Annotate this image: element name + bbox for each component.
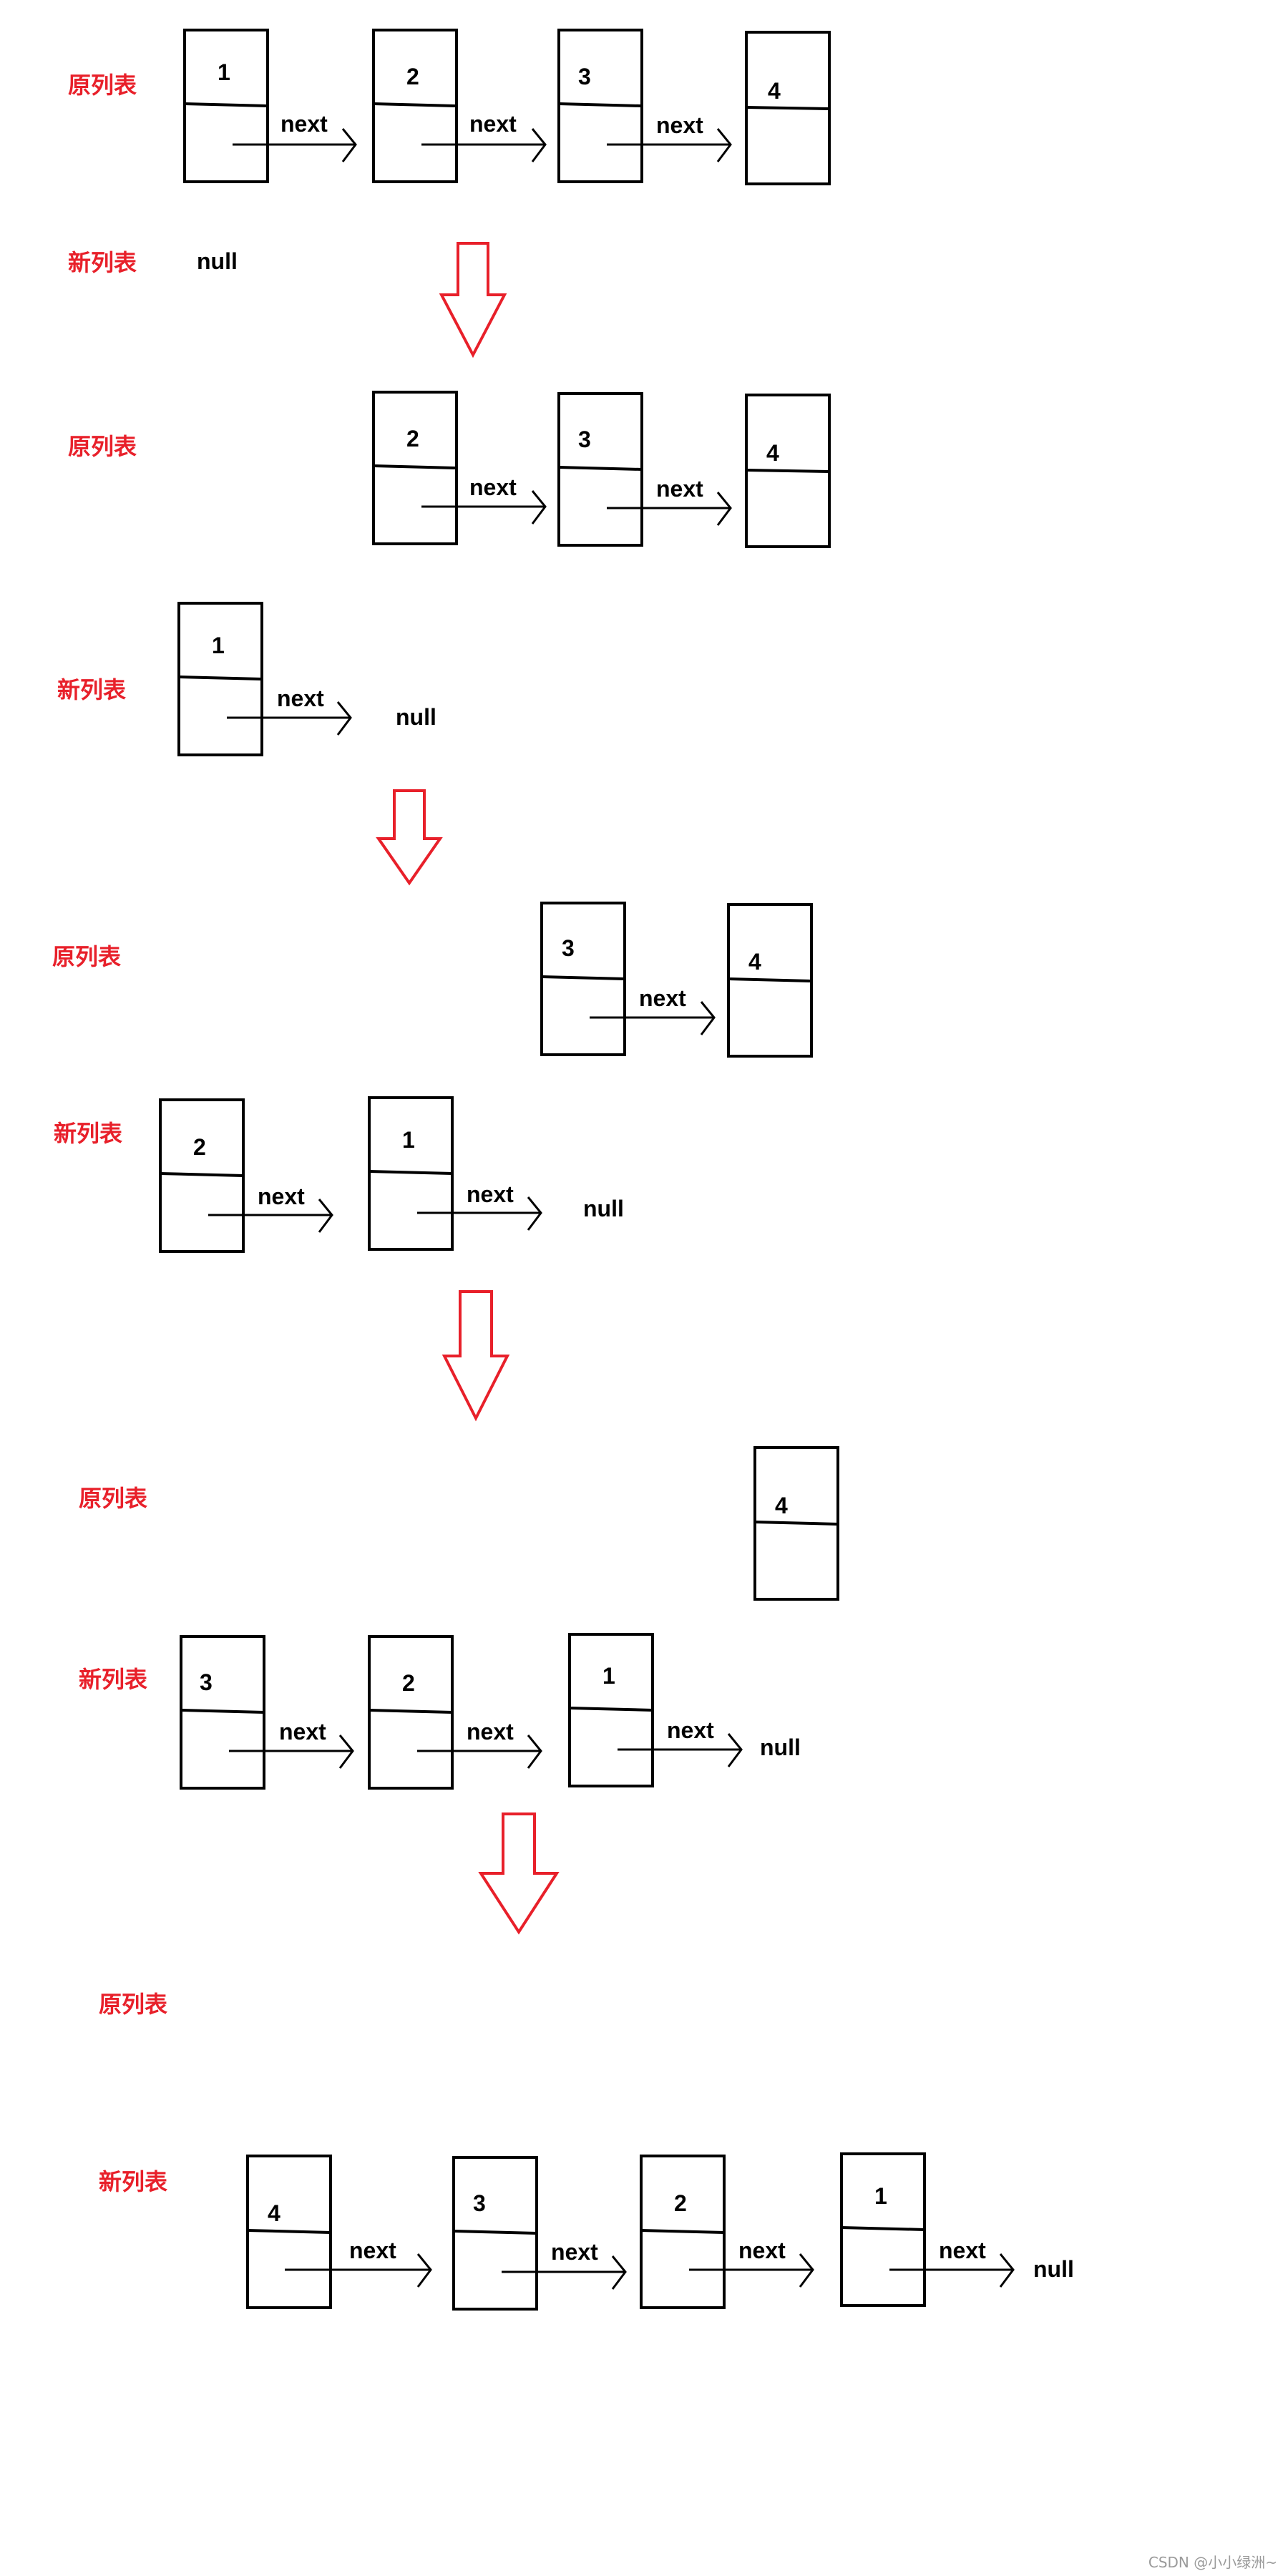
node-2: 2	[159, 1098, 245, 1253]
new-list-label: 新列表	[79, 1666, 147, 1693]
stage-4: 原列表 4 新列表 3 next 2 next 1	[79, 1446, 839, 1790]
node-3: 3	[557, 392, 643, 547]
next-label: next	[738, 2238, 786, 2263]
original-list-label: 原列表	[68, 72, 137, 99]
next-pointer: next	[607, 476, 732, 526]
next-pointer: next	[421, 474, 547, 525]
node-value: 3	[562, 935, 575, 961]
watermark: CSDN @小小绿洲~	[1148, 2554, 1277, 2571]
node-value: 1	[218, 59, 230, 85]
node-value: 4	[748, 949, 761, 975]
new-list-label: 新列表	[99, 2168, 167, 2195]
null-label: null	[583, 1196, 624, 1221]
node-value: 1	[212, 633, 225, 658]
node-value: 1	[402, 1127, 415, 1153]
node-value: 2	[406, 426, 419, 452]
new-list-label: 新列表	[57, 676, 126, 703]
next-pointer: next	[421, 111, 547, 162]
next-pointer: next	[607, 112, 732, 162]
node-value: 1	[602, 1663, 615, 1689]
node-value: 3	[578, 64, 591, 89]
node-value: 3	[200, 1669, 213, 1695]
null-label: null	[197, 248, 238, 274]
node-1: 1	[177, 602, 263, 756]
next-label: next	[277, 686, 324, 711]
node-2: 2	[640, 2155, 726, 2309]
original-list-label: 原列表	[99, 1991, 167, 2018]
node-1: 1	[840, 2152, 926, 2307]
transition-down-arrow	[439, 242, 507, 358]
node-2: 2	[368, 1635, 454, 1790]
transition-down-arrow	[376, 789, 443, 886]
next-label: next	[656, 476, 703, 502]
original-list-label: 原列表	[79, 1485, 147, 1512]
next-pointer: next	[233, 111, 357, 162]
stage-5: 原列表 新列表 4 next 3 next 2 next	[99, 1991, 1074, 2311]
next-pointer: next	[590, 985, 716, 1035]
node-3: 3	[452, 2156, 538, 2311]
node-value: 3	[473, 2190, 486, 2216]
node-4: 4	[745, 31, 831, 185]
transition-down-arrow	[441, 1290, 510, 1422]
node-value: 4	[766, 440, 779, 466]
next-label: next	[349, 2238, 396, 2263]
next-label: next	[469, 474, 517, 500]
original-list-label: 原列表	[52, 943, 121, 970]
next-pointer: next	[229, 1719, 354, 1769]
next-label: next	[279, 1719, 326, 1745]
next-label: next	[639, 985, 686, 1011]
next-pointer: next	[417, 1181, 542, 1231]
stage-3: 原列表 3 next 4 新列表 2 next 1	[52, 902, 813, 1253]
node-4: 4	[745, 394, 831, 548]
node-value: 4	[268, 2200, 280, 2226]
node-3: 3	[557, 29, 643, 183]
node-value: 3	[578, 426, 591, 452]
next-pointer: next	[285, 2238, 432, 2288]
node-4: 4	[246, 2155, 332, 2309]
stage-1: 原列表 1 next 2 next 3 next	[68, 29, 831, 276]
next-pointer: next	[502, 2239, 627, 2290]
next-label: next	[939, 2238, 986, 2263]
next-label: next	[467, 1719, 514, 1745]
node-value: 2	[674, 2190, 687, 2216]
next-label: next	[469, 111, 517, 137]
next-pointer: next	[889, 2238, 1015, 2288]
node-3: 3	[540, 902, 626, 1056]
null-label: null	[1033, 2256, 1074, 2282]
next-pointer: next	[689, 2238, 814, 2288]
node-value: 4	[775, 1493, 788, 1518]
node-4: 4	[727, 903, 813, 1058]
node-3: 3	[180, 1635, 265, 1790]
original-list-label: 原列表	[68, 433, 137, 460]
null-label: null	[760, 1735, 801, 1760]
next-label: next	[467, 1181, 514, 1207]
stage-2: 原列表 2 next 3 next 4 新列表 1	[57, 391, 831, 756]
next-label: next	[280, 111, 328, 137]
node-value: 2	[193, 1134, 206, 1160]
next-label: next	[656, 112, 703, 138]
new-list-label: 新列表	[68, 249, 137, 276]
new-list-label: 新列表	[54, 1120, 122, 1147]
node-value: 2	[406, 64, 419, 89]
node-1: 1	[568, 1633, 654, 1787]
next-label: next	[551, 2239, 598, 2265]
transition-down-arrow	[478, 1813, 560, 1935]
null-label: null	[396, 704, 436, 730]
node-value: 2	[402, 1670, 415, 1696]
next-label: next	[258, 1184, 305, 1209]
node-2: 2	[372, 29, 458, 183]
next-pointer: next	[417, 1719, 542, 1769]
node-2: 2	[372, 391, 458, 545]
node-4: 4	[753, 1446, 839, 1601]
node-1: 1	[368, 1096, 454, 1251]
node-1: 1	[183, 29, 269, 183]
next-pointer: next	[618, 1717, 743, 1767]
next-label: next	[667, 1717, 714, 1743]
next-pointer: next	[208, 1184, 333, 1233]
next-pointer: next	[227, 686, 352, 736]
node-value: 1	[874, 2183, 887, 2209]
node-value: 4	[768, 78, 781, 104]
